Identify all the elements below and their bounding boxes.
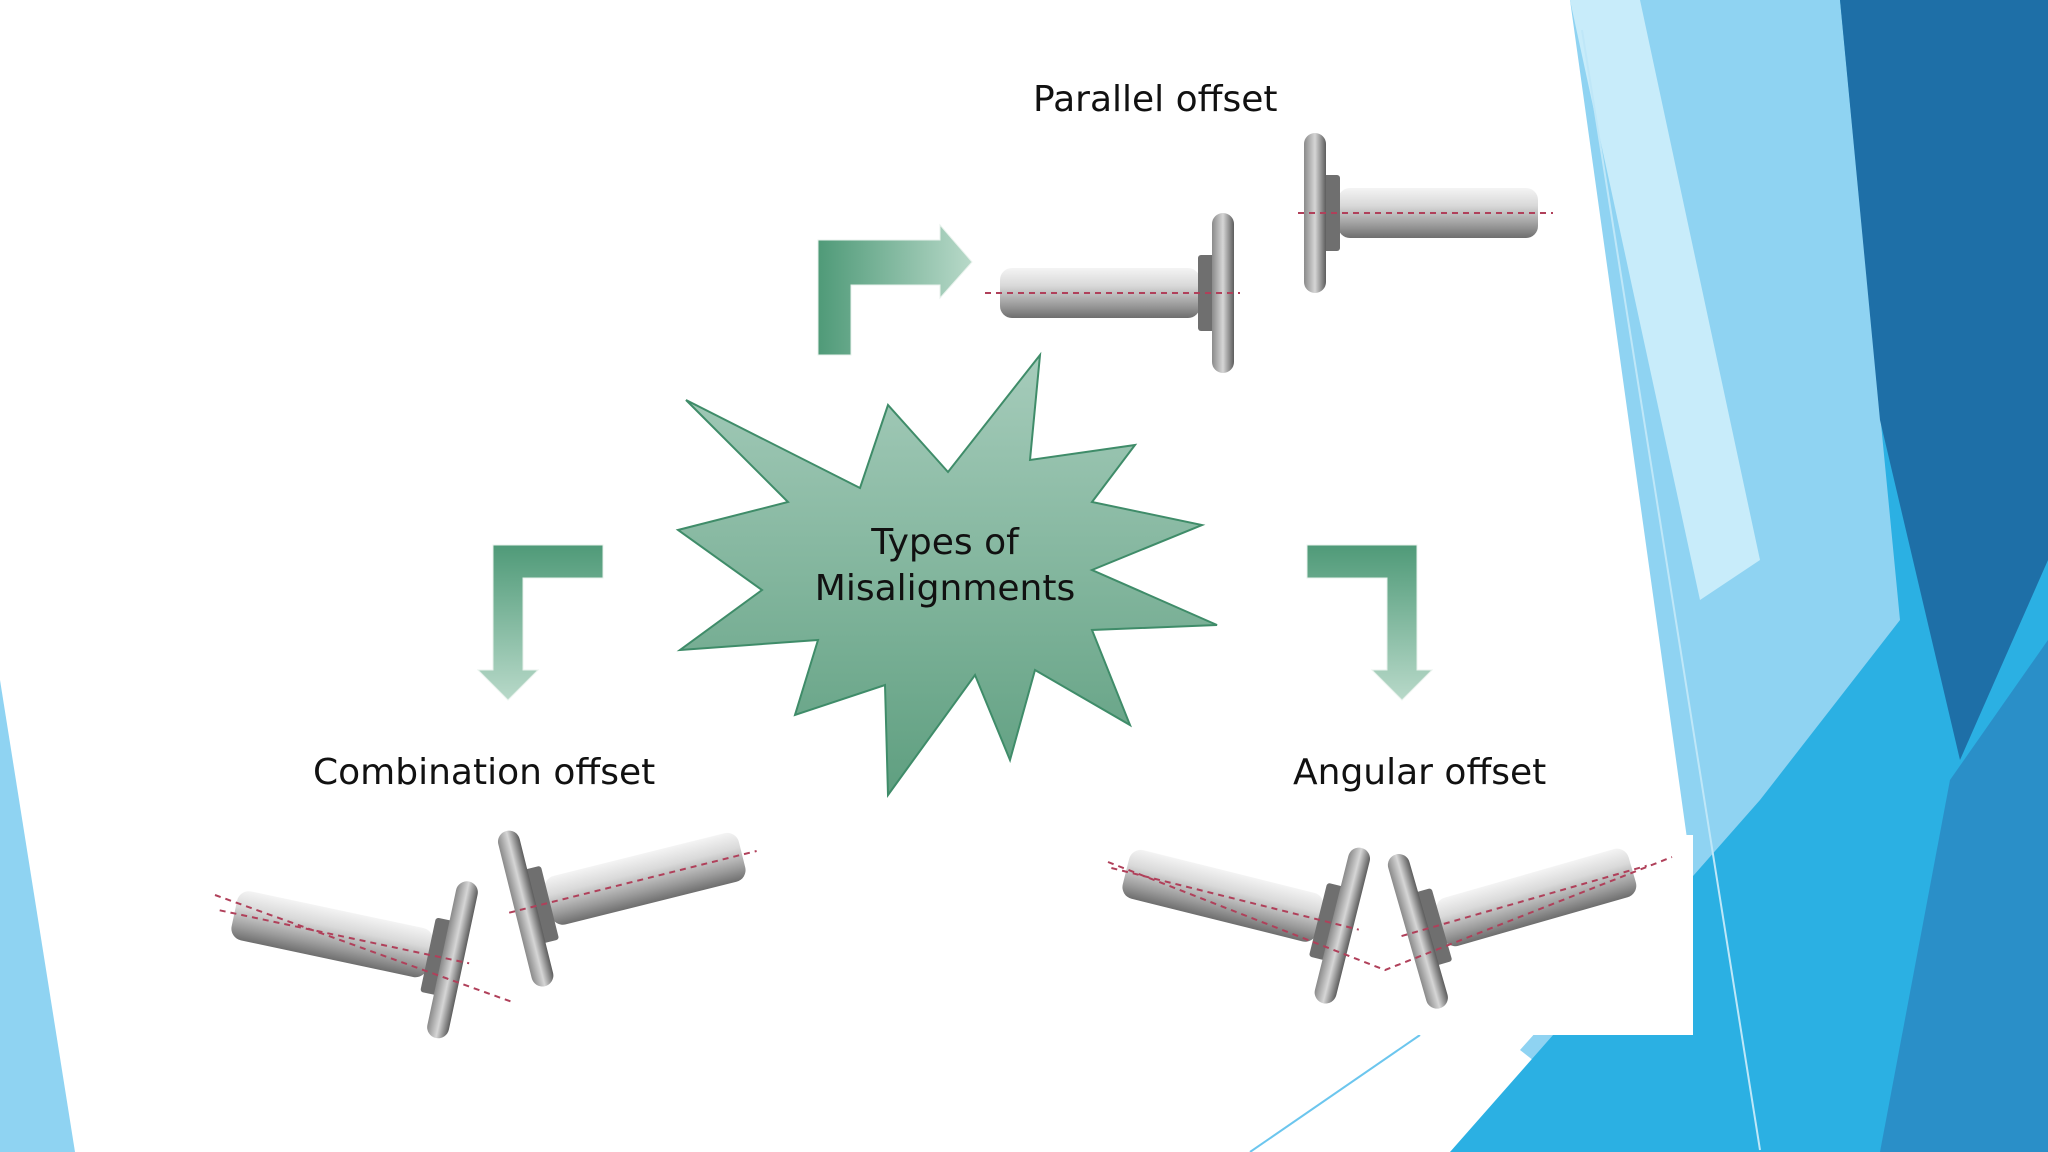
bent-arrow-icon-parallel bbox=[817, 223, 973, 356]
blue-panel-highlight bbox=[1570, 0, 1760, 600]
coupling-shaft-icon-parallel bbox=[984, 132, 1554, 374]
starburst-icon bbox=[675, 351, 1218, 798]
blue-accent-line bbox=[1581, 29, 1761, 1151]
bent-arrow-icon-combination bbox=[476, 544, 604, 701]
center-title: Types of Misalignments bbox=[790, 520, 1100, 612]
coupling-shaft-icon-angular bbox=[1091, 787, 1673, 1014]
center-title-line-1: Types of bbox=[871, 522, 1019, 563]
angular-offset-label: Angular offset bbox=[1293, 752, 1547, 793]
combination-offset-label: Combination offset bbox=[313, 752, 656, 793]
coupling-shaft-icon-combination bbox=[202, 772, 777, 1043]
blue-panel-dark-lower bbox=[1880, 640, 2048, 1152]
bent-arrow-icon-angular bbox=[1306, 544, 1434, 701]
center-title-line-2: Misalignments bbox=[814, 568, 1076, 609]
blue-panel-dark bbox=[1840, 0, 2048, 760]
parallel-offset-label: Parallel offset bbox=[1033, 79, 1278, 120]
blue-panel-left bbox=[0, 680, 75, 1152]
blue-accent-line-lower bbox=[1249, 1034, 1421, 1152]
